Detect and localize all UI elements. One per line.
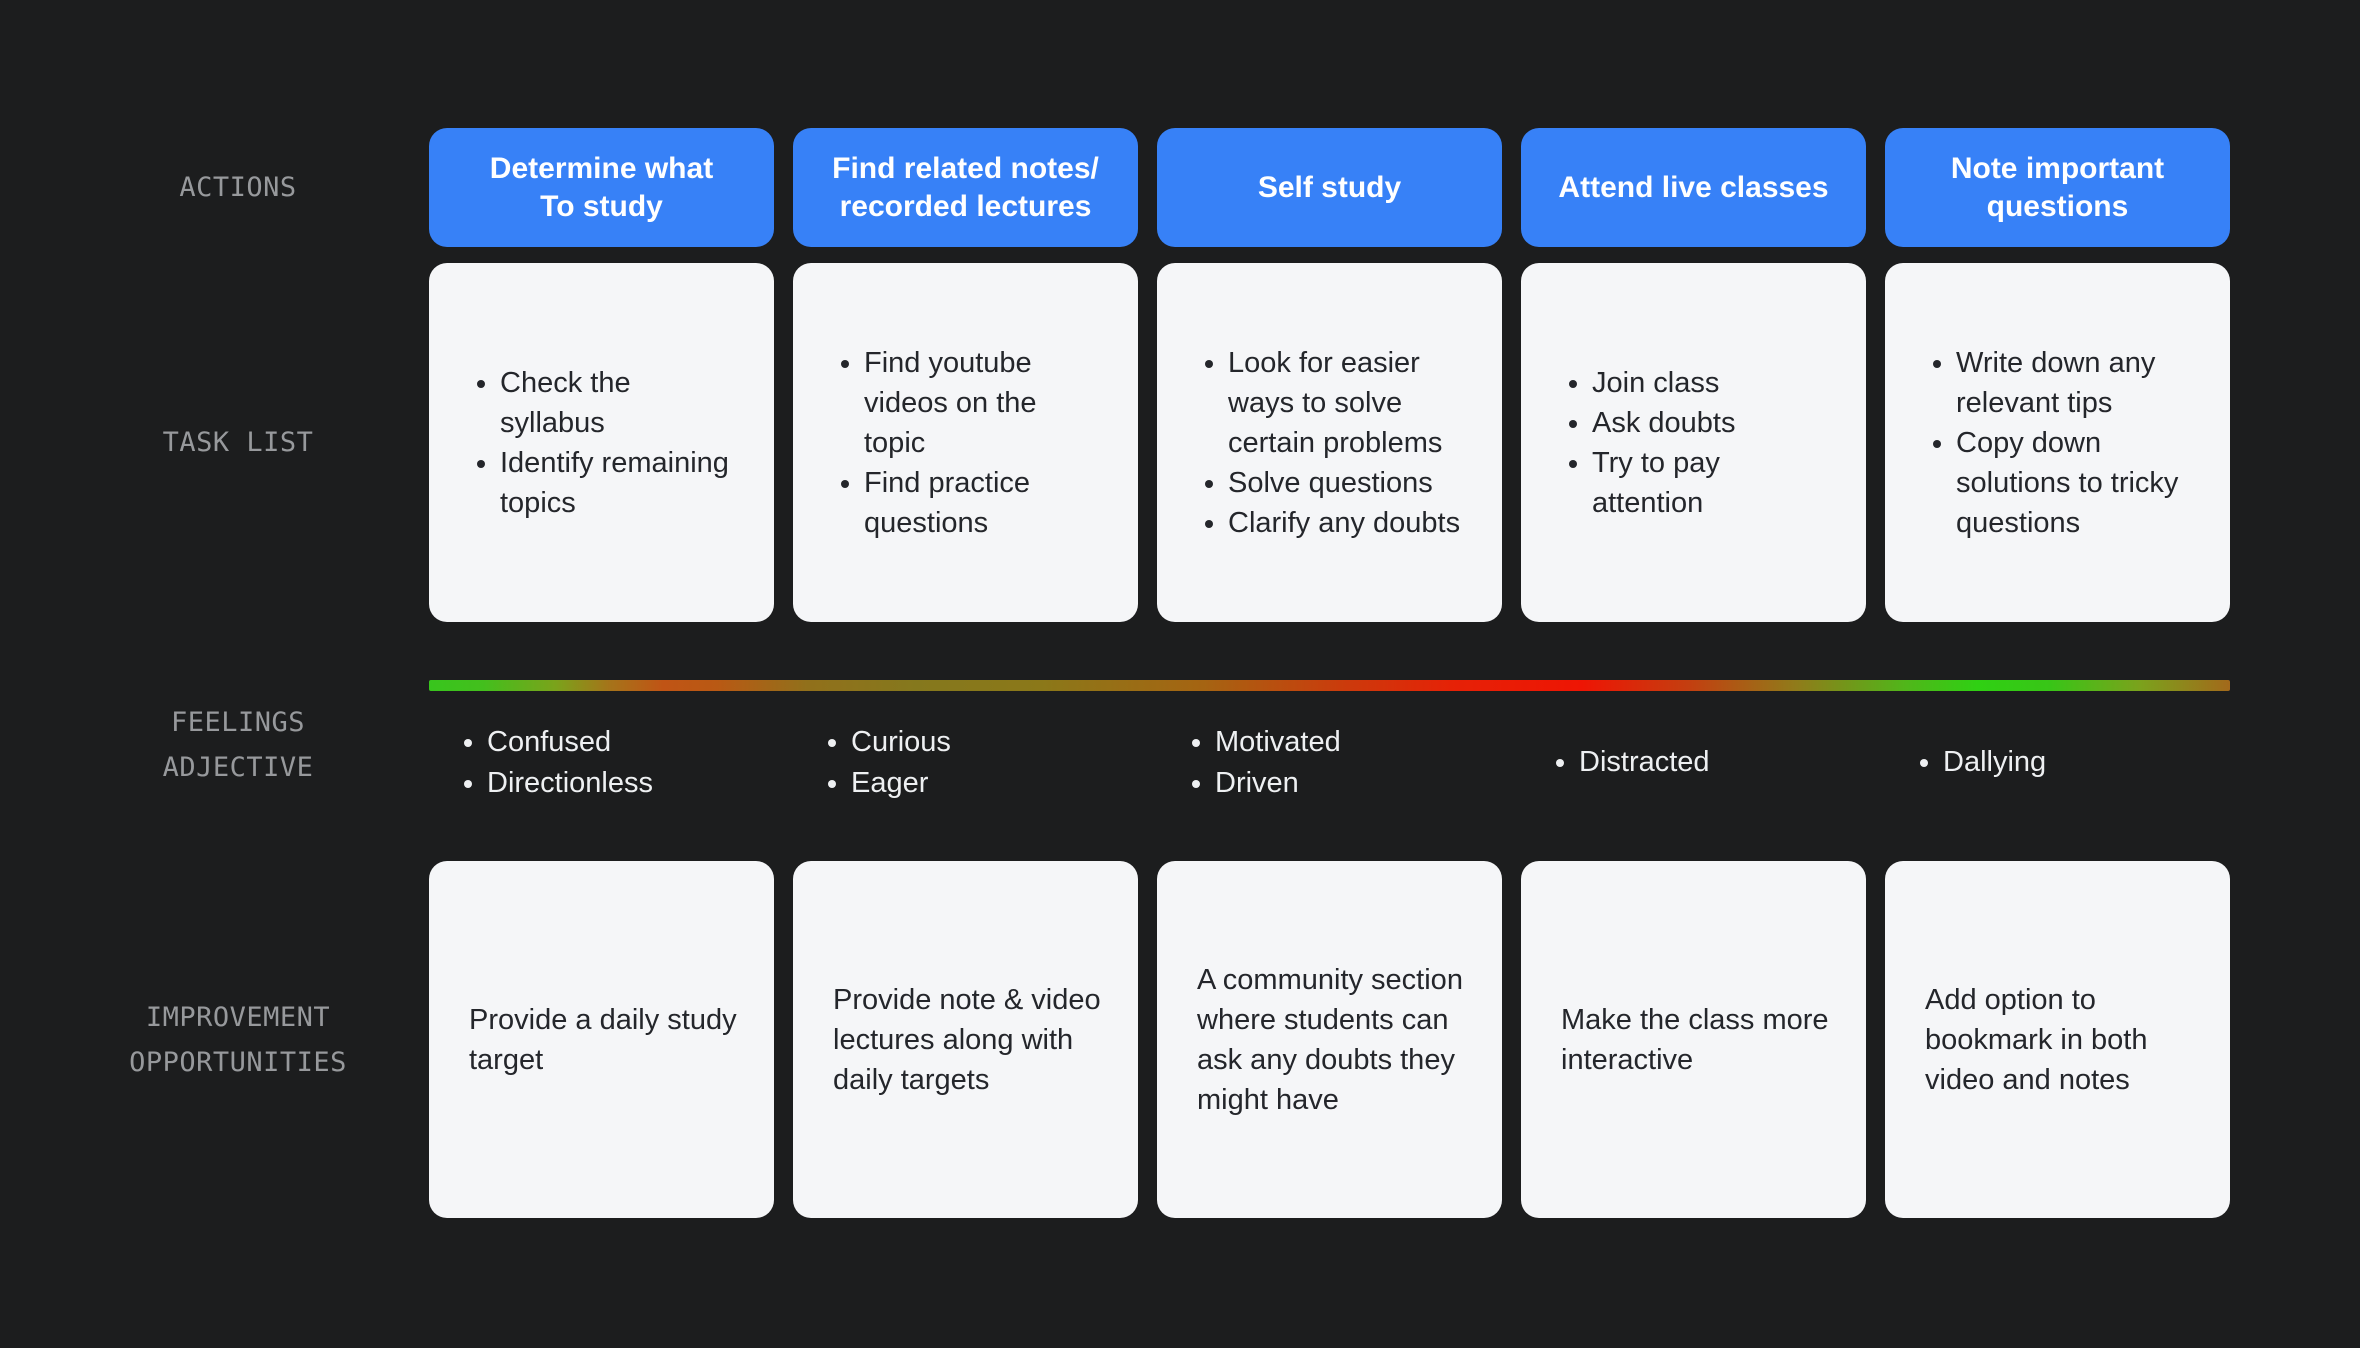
action-header-attend-live-classes: Attend live classes [1521,128,1866,247]
task-item: Find practice questions [864,463,1037,543]
improvement-text: Add option to bookmark in both video and… [1925,983,2148,1096]
journey-map-grid: ACTIONS TASK LIST FEELINGS ADJECTIVE IMP… [0,0,2360,1218]
task-list-1: Check the syllabus Identify remaining to… [473,363,729,523]
action-header-find-related-notes: Find related notes/ recorded lectures [793,128,1138,247]
feelings-list-1: Confused Directionless [463,722,653,804]
task-list-3: Look for easier ways to solve certain pr… [1201,343,1460,543]
task-item: Solve questions [1228,463,1460,503]
action-header-self-study: Self study [1157,128,1502,247]
task-item: Copy down solutions to tricky questions [1956,423,2178,543]
feeling-item: Dallying [1943,742,2046,783]
row-label-feelings-adjective: FEELINGS ADJECTIVE [162,707,314,783]
feeling-item: Curious [851,722,951,763]
feeling-item: Distracted [1579,742,1710,783]
improvement-text: Provide a daily study target [469,1003,737,1076]
improvement-card-5: Add option to bookmark in both video and… [1885,861,2230,1218]
task-item: Look for easier ways to solve certain pr… [1228,343,1460,463]
action-header-determine-what-to-study: Determine what To study [429,128,774,247]
task-card-2: Find youtube videos on the topic Find pr… [793,263,1138,622]
feeling-item: Driven [1215,763,1341,804]
task-list-2: Find youtube videos on the topic Find pr… [837,343,1037,543]
row-label-task-list: TASK LIST [162,427,314,458]
task-item: Write down any relevant tips [1956,343,2178,423]
feelings-cell-4: Distracted [1521,715,1866,810]
feeling-item: Directionless [487,763,653,804]
feeling-item: Motivated [1215,722,1341,763]
task-list-4: Join class Ask doubts Try to pay attenti… [1565,363,1735,523]
action-header-note-important-questions: Note important questions [1885,128,2230,247]
improvement-card-1: Provide a daily study target [429,861,774,1218]
task-list-5: Write down any relevant tips Copy down s… [1929,343,2178,543]
mood-gradient-line [429,680,2230,691]
improvement-card-4: Make the class more interactive [1521,861,1866,1218]
row-label-actions: ACTIONS [179,172,297,203]
task-item: Check the syllabus [500,363,729,443]
task-item: Clarify any doubts [1228,503,1460,543]
improvement-text: Provide note & video lectures along with… [833,983,1101,1096]
feelings-cell-3: Motivated Driven [1157,715,1502,810]
task-item: Join class [1592,363,1735,403]
feelings-list-2: Curious Eager [827,722,951,804]
task-card-1: Check the syllabus Identify remaining to… [429,263,774,622]
task-card-4: Join class Ask doubts Try to pay attenti… [1521,263,1866,622]
feelings-list-3: Motivated Driven [1191,722,1341,804]
feeling-item: Confused [487,722,653,763]
improvement-card-3: A community section where students can a… [1157,861,1502,1218]
feelings-cell-2: Curious Eager [793,715,1138,810]
feelings-list-5: Dallying [1919,742,2046,783]
improvement-text: Make the class more interactive [1561,1003,1829,1076]
improvement-text: A community section where students can a… [1197,963,1463,1116]
row-label-improvement-opportunities: IMPROVEMENT OPPORTUNITIES [129,1001,347,1078]
feelings-list-4: Distracted [1555,742,1710,783]
task-card-3: Look for easier ways to solve certain pr… [1157,263,1502,622]
task-card-5: Write down any relevant tips Copy down s… [1885,263,2230,622]
feelings-cell-5: Dallying [1885,715,2230,810]
task-item: Find youtube videos on the topic [864,343,1037,463]
task-item: Identify remaining topics [500,443,729,523]
feeling-item: Eager [851,763,951,804]
task-item: Ask doubts [1592,403,1735,443]
feelings-cell-1: Confused Directionless [429,715,774,810]
task-item: Try to pay attention [1592,443,1735,523]
improvement-card-2: Provide note & video lectures along with… [793,861,1138,1218]
